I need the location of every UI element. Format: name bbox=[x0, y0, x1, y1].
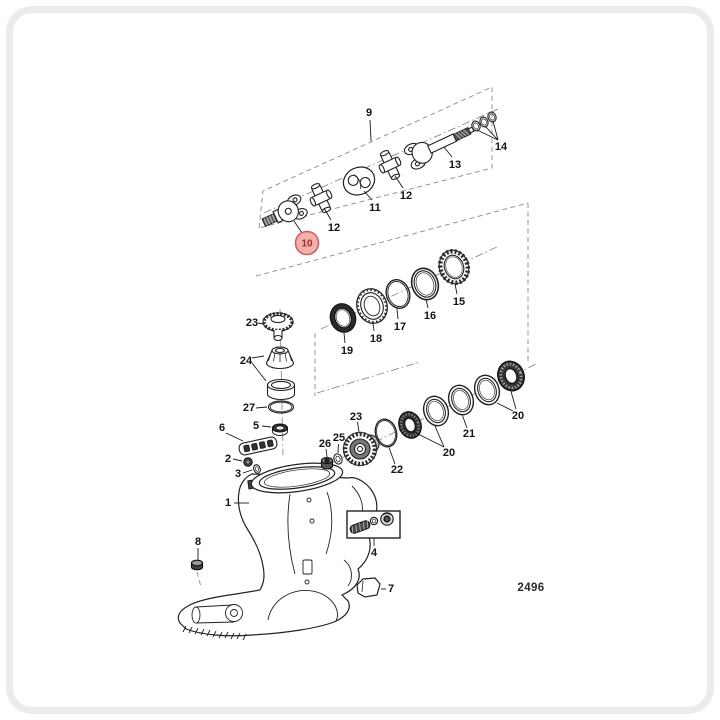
part-6-vent-plate bbox=[238, 436, 278, 456]
callout-22: 22 bbox=[391, 464, 403, 476]
callout-1: 1 bbox=[225, 497, 231, 509]
callout-20-lower: 20 bbox=[443, 447, 455, 459]
callout-5: 5 bbox=[253, 420, 259, 432]
callout-3: 3 bbox=[235, 468, 241, 480]
callout-25: 25 bbox=[333, 432, 345, 444]
callout-23-pinion: 23 bbox=[246, 317, 258, 329]
part-25-washer bbox=[333, 453, 343, 465]
callout-12-left: 12 bbox=[328, 222, 340, 234]
callout-24: 24 bbox=[240, 355, 253, 367]
part-11-coupler bbox=[342, 166, 376, 196]
part-15-clutch-gear bbox=[437, 249, 471, 285]
highlighted-callout-10[interactable]: 10 bbox=[294, 230, 320, 256]
part-2-nut bbox=[243, 457, 253, 467]
callout-26: 26 bbox=[319, 438, 331, 450]
highlight-circle[interactable] bbox=[294, 230, 320, 256]
part-8-plug bbox=[190, 559, 204, 571]
part-10-yoke-shaft bbox=[261, 194, 308, 228]
callout-19: 19 bbox=[341, 345, 353, 357]
callout-27: 27 bbox=[243, 402, 255, 414]
callout-8: 8 bbox=[195, 536, 201, 548]
callout-6: 6 bbox=[219, 422, 225, 434]
callout-16: 16 bbox=[424, 310, 436, 322]
vent-plate-fasteners bbox=[238, 436, 278, 474]
part-13-splined-yoke-shaft bbox=[403, 126, 475, 170]
part-23-driven-gear bbox=[342, 431, 380, 467]
part-4-screw-kit-box bbox=[346, 510, 401, 539]
callout-labels: 9 10 11 12 12 13 14 15 16 17 18 19 23 24… bbox=[195, 107, 524, 595]
part-20-bearing-cup-upper bbox=[473, 374, 501, 406]
part-24-bearing-cup bbox=[266, 378, 296, 401]
callout-14: 14 bbox=[495, 141, 508, 153]
kit-plug bbox=[380, 512, 394, 526]
part-3-washer bbox=[253, 464, 261, 474]
part-7-cover-plate bbox=[356, 577, 381, 598]
part-20-bearing-cone-lower bbox=[398, 411, 422, 439]
part-5-seal bbox=[271, 423, 289, 436]
part-12-ujoint-cross-left bbox=[309, 183, 333, 213]
kit-screw bbox=[349, 520, 371, 534]
callout-15: 15 bbox=[453, 296, 465, 308]
callout-17: 17 bbox=[394, 321, 406, 333]
callout-21: 21 bbox=[463, 428, 475, 440]
callout-23-gear: 23 bbox=[350, 411, 362, 423]
lower-gear-cluster bbox=[320, 360, 525, 470]
part-22-oring bbox=[374, 418, 398, 448]
callout-9: 9 bbox=[366, 107, 372, 119]
part-16-retainer-ring bbox=[410, 267, 440, 301]
part-27-oring bbox=[267, 400, 295, 414]
callout-10: 10 bbox=[301, 239, 313, 250]
callout-2: 2 bbox=[225, 453, 231, 465]
part-12-ujoint-cross-right bbox=[378, 150, 402, 180]
part-26-nut bbox=[320, 456, 334, 470]
part-19-oil-seal bbox=[329, 303, 357, 333]
leader-lines bbox=[197, 119, 517, 590]
ring-stack-group bbox=[329, 249, 471, 333]
callout-4: 4 bbox=[371, 547, 378, 559]
part-20-bearing-cup-lower bbox=[422, 395, 450, 427]
callout-13: 13 bbox=[449, 159, 461, 171]
callout-7: 7 bbox=[388, 583, 394, 595]
callout-18: 18 bbox=[370, 333, 382, 345]
callout-12-right: 12 bbox=[400, 190, 412, 202]
drawing-number: 2496 bbox=[517, 582, 544, 594]
housing-surface-details bbox=[182, 485, 363, 641]
housing-top-opening bbox=[247, 462, 344, 494]
part-21-shim-ring bbox=[447, 384, 475, 416]
part-23-pinion-gear bbox=[262, 311, 294, 342]
callout-11: 11 bbox=[369, 202, 381, 214]
part-1-driveshaft-housing bbox=[177, 462, 401, 641]
part-17-oring bbox=[385, 279, 411, 309]
part-20-bearing-cone-upper bbox=[497, 360, 525, 392]
part-18-bearing-race bbox=[356, 288, 388, 324]
kit-washer bbox=[369, 516, 379, 526]
callout-20-upper: 20 bbox=[512, 410, 524, 422]
driveshaft-assembly-group bbox=[261, 111, 497, 228]
part-24-bearing-cone bbox=[265, 346, 295, 370]
pinion-bearing-column bbox=[262, 311, 296, 436]
